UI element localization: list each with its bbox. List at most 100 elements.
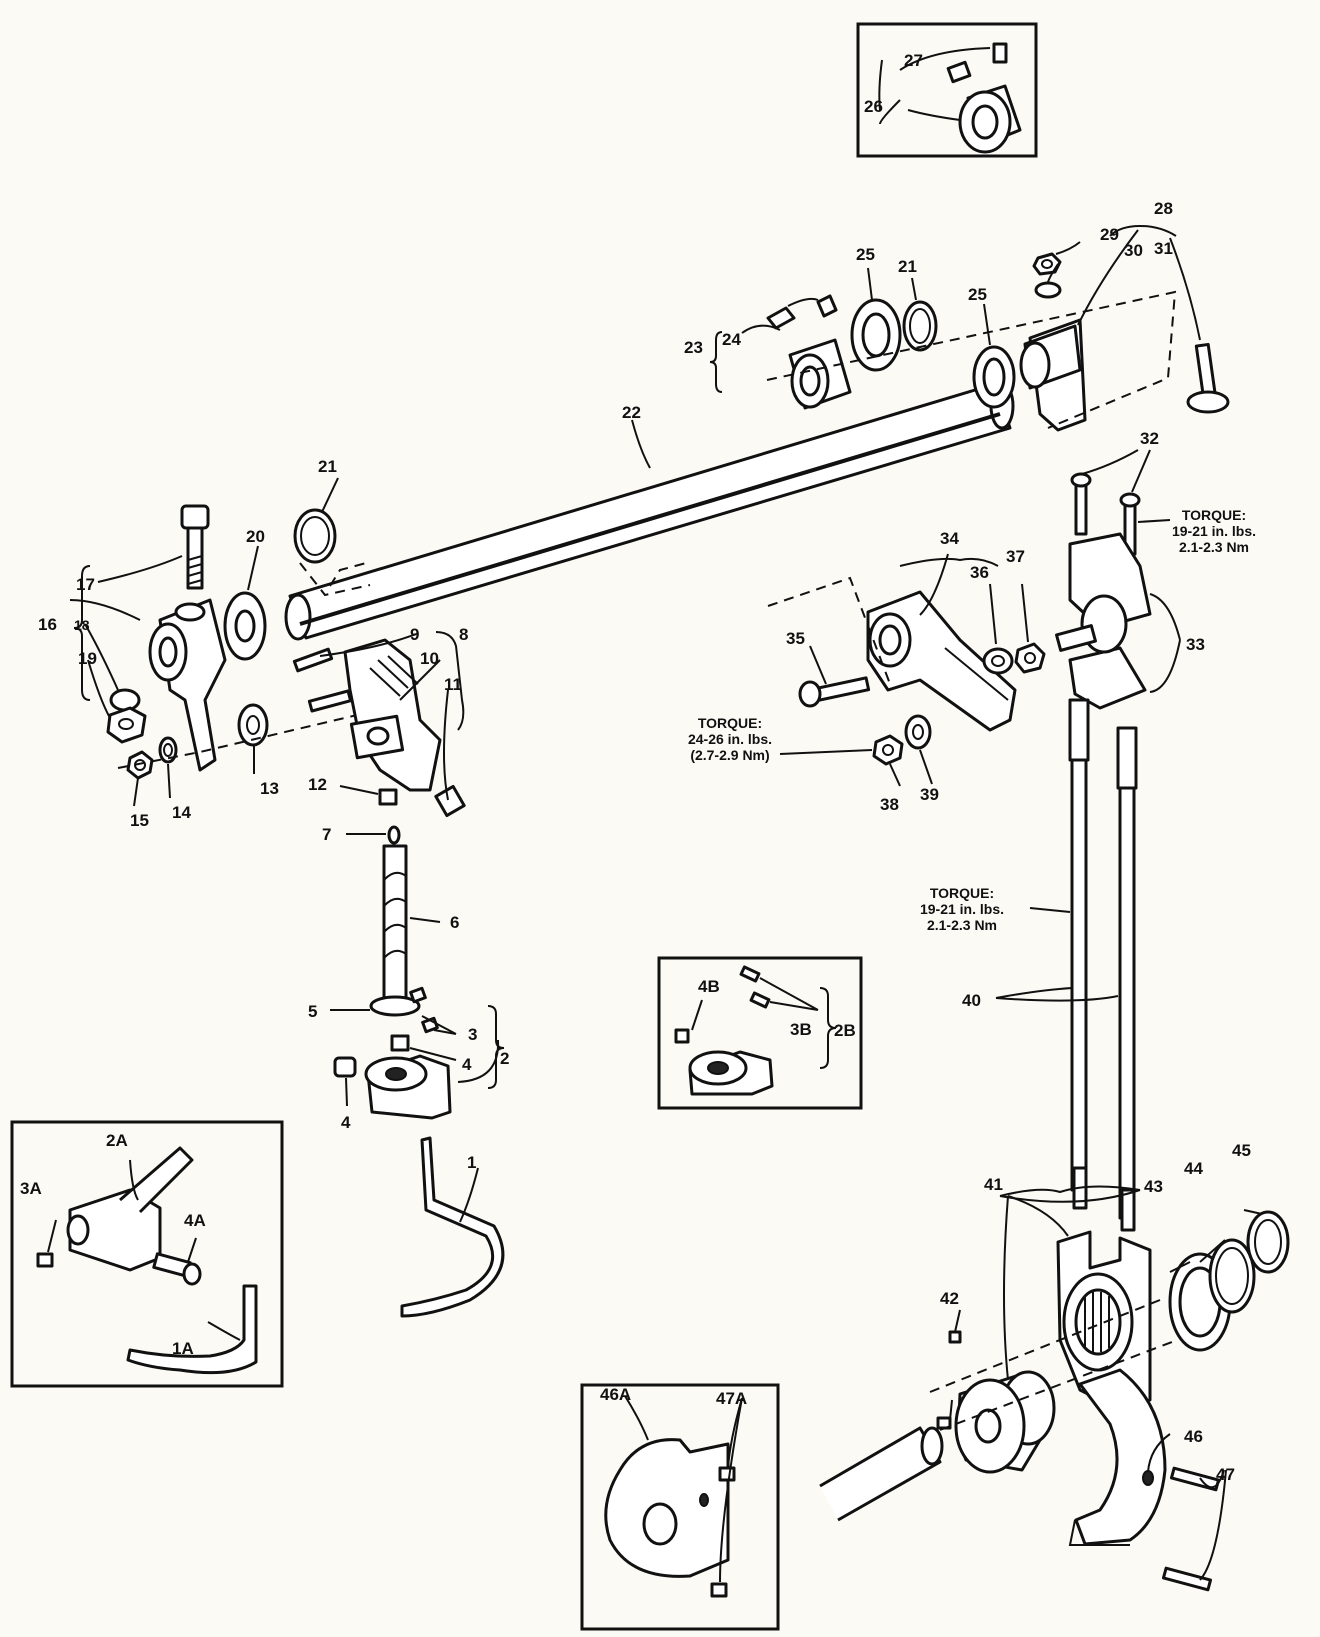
torque-note-1: TORQUE: 19-21 in. lbs. 2.1-2.3 Nm <box>1172 507 1256 555</box>
label-1A: 1A <box>172 1339 194 1358</box>
inset-26-27 <box>856 22 1038 158</box>
label-21-left: 21 <box>318 457 337 476</box>
label-21-right: 21 <box>898 257 917 276</box>
washer-39 <box>904 714 932 750</box>
torque-note-3-line3: 2.1-2.3 Nm <box>927 917 997 933</box>
label-6: 6 <box>450 913 459 932</box>
label-28: 28 <box>1154 199 1173 218</box>
input-shaft <box>819 1426 944 1522</box>
label-46: 46 <box>1184 1427 1203 1446</box>
hook-1 <box>400 1136 505 1318</box>
torque-note-2-line3: (2.7-2.9 Nm) <box>690 747 769 763</box>
washer-36 <box>982 647 1014 675</box>
screws-47A <box>710 1466 736 1598</box>
washer-20 <box>223 591 267 661</box>
label-29: 29 <box>1100 225 1119 244</box>
label-8: 8 <box>459 625 468 644</box>
washer-18 <box>109 688 141 712</box>
block-2A <box>66 1146 194 1272</box>
clamp-33 <box>1055 532 1152 710</box>
label-18: 18 <box>74 617 90 633</box>
label-2A: 2A <box>106 1131 128 1150</box>
label-46A: 46A <box>600 1385 631 1404</box>
label-23: 23 <box>684 338 703 357</box>
torque-note-1-line1: TORQUE: <box>1182 507 1246 523</box>
label-16: 16 <box>38 615 57 634</box>
label-12: 12 <box>308 775 327 794</box>
nut-38 <box>872 734 904 766</box>
label-25-left: 25 <box>856 245 875 264</box>
hub-2B <box>688 1050 774 1096</box>
nut-15 <box>126 750 154 780</box>
collar-5 <box>369 995 421 1017</box>
screw-42-top <box>948 1330 962 1344</box>
screw-35 <box>798 676 871 708</box>
label-47A: 47A <box>716 1389 747 1408</box>
washer-25-right <box>972 345 1016 409</box>
screws-3B <box>739 965 771 1009</box>
torque-note-2-line2: 24-26 in. lbs. <box>688 731 772 747</box>
label-37: 37 <box>1006 547 1025 566</box>
label-30: 30 <box>1124 241 1143 260</box>
label-15: 15 <box>130 811 149 830</box>
label-20: 20 <box>246 527 265 546</box>
ring-21-left <box>293 508 337 564</box>
label-34: 34 <box>940 529 959 548</box>
cam-46A <box>604 1438 730 1578</box>
rod-40-right <box>1116 726 1138 1232</box>
label-2B: 2B <box>834 1021 856 1040</box>
label-25-right: 25 <box>968 285 987 304</box>
label-38: 38 <box>880 795 899 814</box>
bracket-34 <box>866 590 1017 732</box>
shaft-22 <box>284 382 1015 641</box>
inset-2B <box>657 956 863 1110</box>
washer-14 <box>158 736 178 764</box>
bearing-bracket-28 <box>1019 318 1087 432</box>
inset-1A-4A <box>10 1120 284 1388</box>
inset-46A <box>580 1383 780 1631</box>
bracket-41 <box>1056 1230 1152 1412</box>
screws-3 <box>409 986 439 1034</box>
washer-25-left <box>850 298 902 372</box>
part-labels: 1 1A 2 2A 2B 3 3A 3B 4 4 4A 4B 5 6 7 8 9… <box>20 51 1251 1484</box>
label-4-upper: 4 <box>462 1055 472 1074</box>
label-4A: 4A <box>184 1211 206 1230</box>
label-14: 14 <box>172 803 191 822</box>
label-4B: 4B <box>698 977 720 996</box>
label-3B: 3B <box>790 1020 812 1039</box>
label-10: 10 <box>420 649 439 668</box>
label-2: 2 <box>500 1049 509 1068</box>
screw-4-lower <box>333 1056 357 1078</box>
screw-27 <box>946 42 1008 84</box>
label-32: 32 <box>1140 429 1159 448</box>
label-22: 22 <box>622 403 641 422</box>
hook-1A <box>126 1284 258 1375</box>
torque-note-1-line3: 2.1-2.3 Nm <box>1179 539 1249 555</box>
ring-21-right <box>902 300 938 352</box>
label-40: 40 <box>962 991 981 1010</box>
label-3: 3 <box>468 1025 477 1044</box>
label-24: 24 <box>722 330 741 349</box>
torque-note-3-line1: TORQUE: <box>930 885 994 901</box>
label-44: 44 <box>1184 1159 1203 1178</box>
label-26: 26 <box>864 97 883 116</box>
ring-45 <box>1246 1210 1290 1274</box>
torque-note-2: TORQUE: 24-26 in. lbs. (2.7-2.9 Nm) <box>688 715 772 763</box>
torque-note-3-line2: 19-21 in. lbs. <box>920 901 1004 917</box>
label-9: 9 <box>410 625 419 644</box>
label-33: 33 <box>1186 635 1205 654</box>
hub-42 <box>954 1370 1056 1474</box>
rod-40-left <box>1068 698 1090 1210</box>
label-17: 17 <box>76 575 95 594</box>
spring-shaft-6 <box>382 825 408 1008</box>
label-4-lower: 4 <box>341 1113 351 1132</box>
label-27: 27 <box>904 51 923 70</box>
nut-19 <box>106 706 147 744</box>
label-36: 36 <box>970 563 989 582</box>
braces <box>73 59 1177 1197</box>
bolt-17 <box>180 504 210 590</box>
screw-9 <box>292 647 334 673</box>
nut-37 <box>1014 642 1046 674</box>
